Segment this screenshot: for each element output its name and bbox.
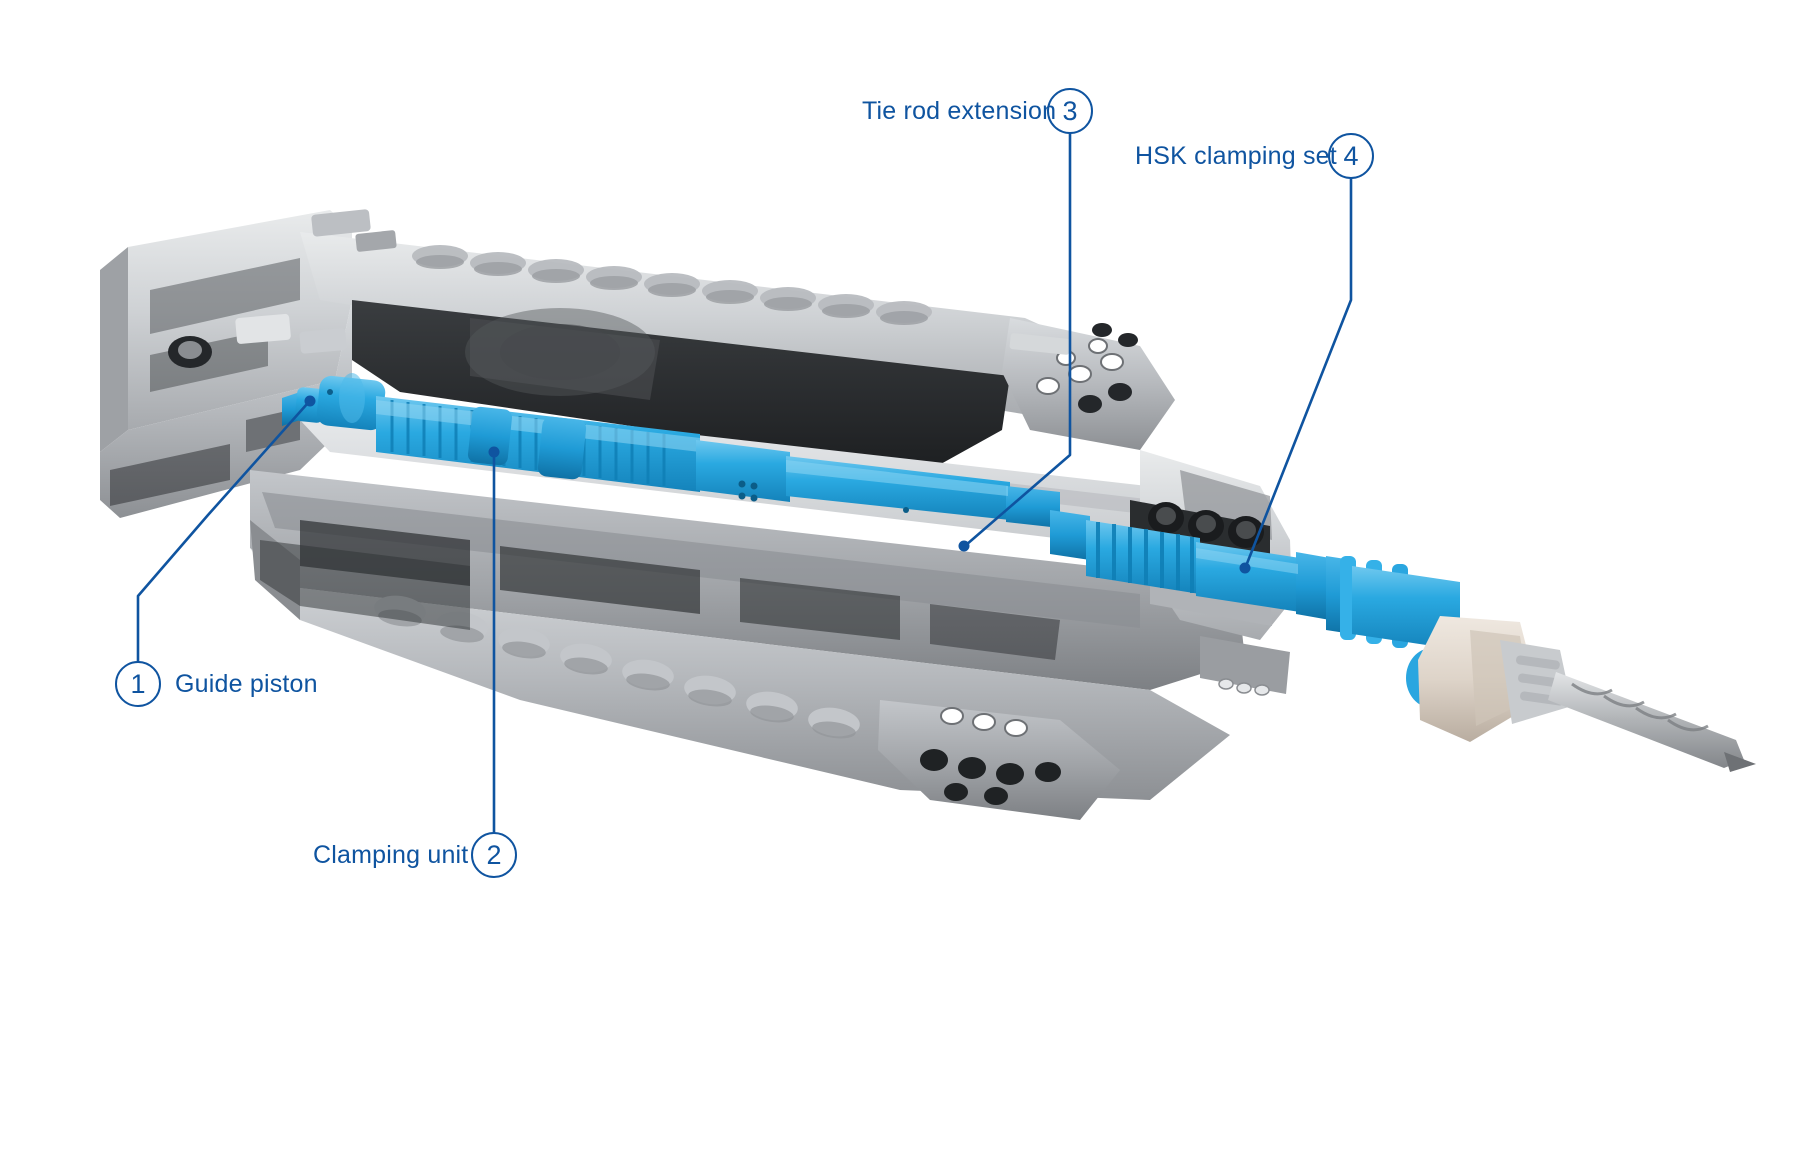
front-flange-bolt-circle (878, 700, 1120, 820)
stator-bore-cavity (352, 300, 1010, 470)
callout-marker-1[interactable]: 1 (115, 661, 161, 707)
callout-number-4: 4 (1343, 140, 1359, 171)
bearing-pack-front (1130, 500, 1270, 556)
rotor-shaft-region (250, 470, 1245, 690)
hsk-tool-holder (1418, 616, 1572, 742)
callout-number-2: 2 (486, 839, 502, 870)
callout-number-1: 1 (130, 668, 146, 699)
callout-marker-4[interactable]: 4 (1328, 133, 1374, 179)
callout-label-2: Clamping unit (313, 841, 469, 869)
callout-label-4: HSK clamping set (1135, 142, 1337, 170)
callout-label-1: Guide piston (175, 670, 318, 698)
callout-marker-3[interactable]: 3 (1047, 88, 1093, 134)
drill-bit (1548, 672, 1756, 772)
clamping-unit-spring-stack (376, 396, 700, 492)
callout-marker-2[interactable]: 2 (471, 832, 517, 878)
callout-label-3: Tie rod extension (862, 97, 1057, 125)
callout-number-3: 3 (1062, 95, 1078, 126)
